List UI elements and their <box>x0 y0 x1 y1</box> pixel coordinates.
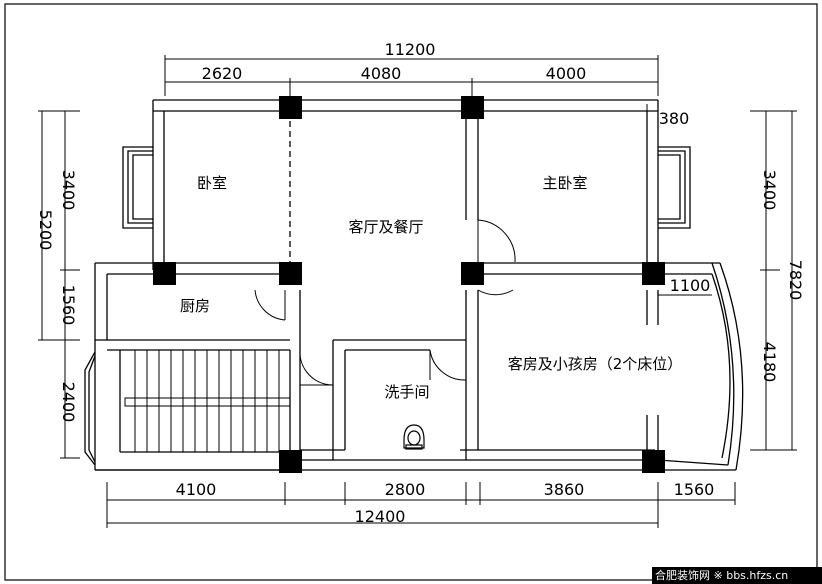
dim-left-mid: 1560 <box>59 285 78 326</box>
room-living-dining: 客厅及餐厅 <box>348 218 423 236</box>
dim-right-total: 7820 <box>786 260 805 301</box>
dim-bottom-total: 12400 <box>355 507 406 526</box>
room-bedroom: 卧室 <box>197 174 227 192</box>
dim-top-total: 11200 <box>385 40 436 59</box>
dimension-lines <box>38 55 797 528</box>
walls <box>84 99 744 471</box>
dim-bottom-c: 3860 <box>544 480 585 499</box>
dim-top-mid: 4080 <box>361 64 402 83</box>
room-kitchen: 厨房 <box>180 297 210 315</box>
dim-right-lower: 4180 <box>760 342 779 383</box>
columns <box>153 96 665 473</box>
dim-top-left: 2620 <box>202 64 243 83</box>
room-guest: 客房及小孩房（2个床位） <box>508 355 683 373</box>
watermark: 合肥装饰网 ※ bbs.hfzs.cn <box>652 567 822 584</box>
doors <box>254 219 516 386</box>
dim-right-upper: 3400 <box>760 170 779 211</box>
dim-bottom-d: 1560 <box>674 480 715 499</box>
dim-bottom-b: 2800 <box>385 480 426 499</box>
toilet-icon <box>403 424 425 450</box>
drawing-frame <box>4 3 818 581</box>
dim-left-total: 5200 <box>36 210 55 251</box>
staircase <box>124 350 291 452</box>
dim-left-upper: 3400 <box>59 170 78 211</box>
dim-left-lower: 2400 <box>59 382 78 423</box>
dim-top-right: 4000 <box>546 64 587 83</box>
dim-top-wall: 380 <box>659 109 690 128</box>
dim-inner-1100: 1100 <box>670 276 711 295</box>
dim-bottom-a: 4100 <box>176 480 217 499</box>
room-master-bedroom: 主卧室 <box>542 174 587 192</box>
room-washroom: 洗手间 <box>384 383 429 401</box>
